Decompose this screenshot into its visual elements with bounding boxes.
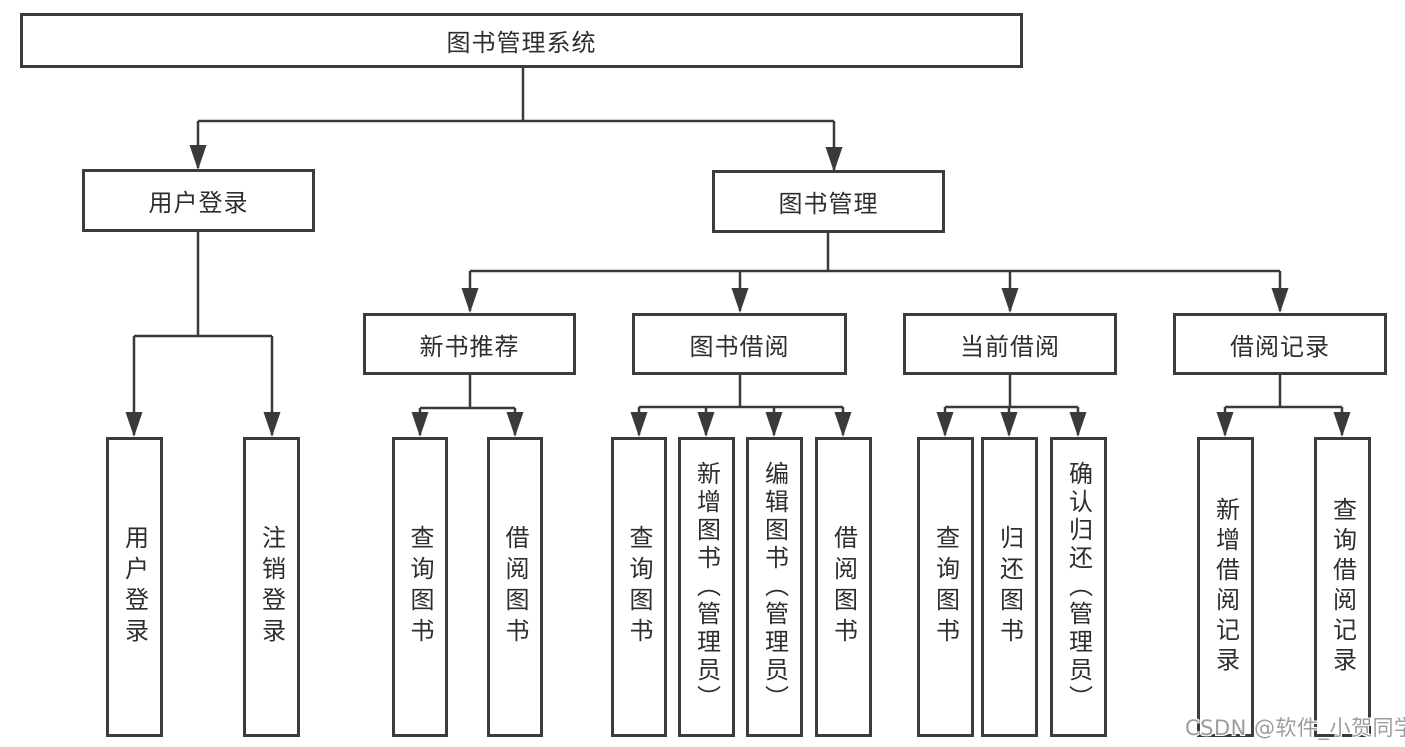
leaf-current-confirm-return-admin: 确认归还（管理员） <box>1050 437 1107 737</box>
node-user-login: 用户登录 <box>82 169 315 232</box>
node-current-borrowing: 当前借阅 <box>903 313 1117 375</box>
leaf-current-query-books: 查询图书 <box>917 437 974 737</box>
leaf-user-login: 用户登录 <box>106 437 163 737</box>
leaf-records-query-borrow-record: 查询借阅记录 <box>1314 437 1371 737</box>
leaf-records-add-borrow-record-label: 新增借阅记录 <box>1211 497 1240 677</box>
leaf-logout-login: 注销登录 <box>243 437 300 737</box>
leaf-borrow-edit-books-admin: 编辑图书（管理员） <box>746 437 803 737</box>
leaf-current-query-books-label: 查询图书 <box>931 525 960 649</box>
leaf-user-login-label: 用户登录 <box>120 525 149 649</box>
leaf-logout-login-label: 注销登录 <box>257 525 286 649</box>
leaf-current-return-books: 归还图书 <box>981 437 1038 737</box>
node-new-book-recommend: 新书推荐 <box>363 313 576 375</box>
node-book-management: 图书管理 <box>712 170 945 233</box>
leaf-newbooks-query-books: 查询图书 <box>392 437 448 737</box>
leaf-borrow-borrow-books: 借阅图书 <box>815 437 872 737</box>
arrowheads <box>125 145 1351 437</box>
leaf-borrow-query-books-label: 查询图书 <box>625 525 653 649</box>
leaf-newbooks-borrow-books-label: 借阅图书 <box>501 525 529 649</box>
leaf-records-add-borrow-record: 新增借阅记录 <box>1197 437 1254 737</box>
node-book-borrowing: 图书借阅 <box>632 313 847 375</box>
leaf-newbooks-borrow-books: 借阅图书 <box>487 437 543 737</box>
leaf-borrow-add-books-admin-label: 新增图书（管理员） <box>692 461 721 713</box>
leaf-borrow-edit-books-admin-label: 编辑图书（管理员） <box>760 461 789 713</box>
leaf-borrow-borrow-books-label: 借阅图书 <box>829 525 858 649</box>
leaf-records-query-borrow-record-label: 查询借阅记录 <box>1328 497 1357 677</box>
node-borrow-records: 借阅记录 <box>1173 313 1387 375</box>
leaf-newbooks-query-books-label: 查询图书 <box>406 525 434 649</box>
watermark: CSDN @软件_小贺同学 <box>1185 716 1405 740</box>
leaf-borrow-query-books: 查询图书 <box>611 437 667 737</box>
node-root: 图书管理系统 <box>20 13 1023 68</box>
leaf-current-confirm-return-admin-label: 确认归还（管理员） <box>1064 461 1093 713</box>
leaf-current-return-books-label: 归还图书 <box>995 525 1024 649</box>
leaf-borrow-add-books-admin: 新增图书（管理员） <box>678 437 735 737</box>
